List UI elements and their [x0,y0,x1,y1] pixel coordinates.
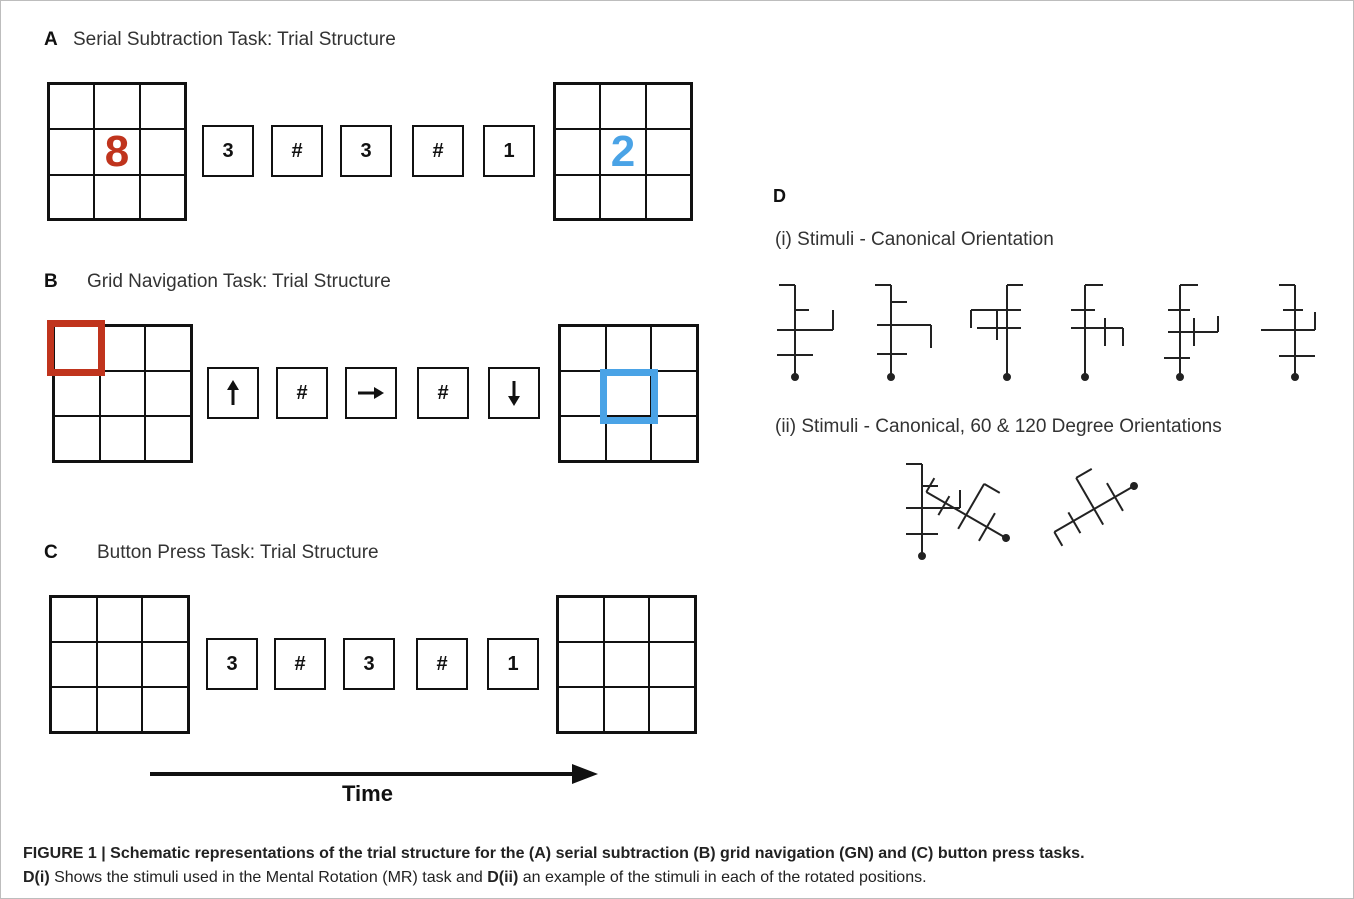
panel-d-sub-i: (i) Stimuli - Canonical Orientation [775,229,1054,250]
panel-c-title: Button Press Task: Trial Structure [97,542,379,563]
stimulus-rotated-60 [925,477,1010,542]
end-position-highlight [600,369,658,424]
panel-b-letter: B [44,271,58,292]
start-digit: 8 [104,126,130,176]
caption-title: FIGURE 1 | Schematic representations of … [23,845,1085,862]
panel-b-seq-4: # [417,367,469,419]
panel-a-title: Serial Subtraction Task: Trial Structure [73,29,396,50]
caption-text-2: an example of the stimuli in each of the… [518,869,927,886]
panel-c-seq-4: # [416,638,468,690]
panel-a-seq-2: # [271,125,323,177]
down-arrow-icon [508,381,520,406]
caption-ref-dii: D(ii) [487,869,519,886]
time-label: Time [342,781,393,806]
panel-c-letter: C [44,542,58,563]
caption-ref-di: D(i) [23,869,50,886]
stimulus-3 [970,284,1023,381]
caption-text-1: Shows the stimuli used in the Mental Rot… [49,869,488,886]
panel-a-seq-1: 3 [202,125,254,177]
panel-b-seq-3 [345,367,397,419]
right-arrow-icon [358,387,384,399]
panel-a-end-grid: 2 [553,82,693,221]
canonical-stimuli [777,284,1316,381]
panel-a-letter: A [44,29,58,50]
stimulus-2 [875,284,932,381]
panel-c-seq-5: 1 [487,638,539,690]
panel-a-seq-4: # [412,125,464,177]
start-position-highlight [47,320,105,376]
panel-b-seq-1 [207,367,259,419]
panel-c-start-grid [49,595,190,734]
panel-b-seq-2: # [276,367,328,419]
panel-c-end-grid [556,595,697,734]
panel-b-title: Grid Navigation Task: Trial Structure [87,271,391,292]
panel-c-seq-2: # [274,638,326,690]
up-arrow-icon [227,380,239,405]
stimulus-4 [1071,284,1124,381]
panel-d-sub-ii: (ii) Stimuli - Canonical, 60 & 120 Degre… [775,416,1222,437]
panel-a-seq-3: 3 [340,125,392,177]
rotated-stimuli [906,463,1138,560]
time-arrow [150,764,598,784]
stimulus-rotated-120 [1053,467,1138,547]
stimulus-1 [777,284,834,381]
end-digit: 2 [610,126,636,176]
stimulus-6 [1261,284,1316,381]
figure-caption: FIGURE 1 | Schematic representations of … [23,842,1333,890]
stimulus-rotated-0 [906,463,961,560]
panel-a-seq-5: 1 [483,125,535,177]
panel-a-start-grid: 8 [47,82,187,221]
panel-b-seq-5 [488,367,540,419]
panel-c-seq-1: 3 [206,638,258,690]
panel-d-letter: D [773,186,786,206]
panel-c-seq-3: 3 [343,638,395,690]
stimulus-5 [1164,284,1219,381]
